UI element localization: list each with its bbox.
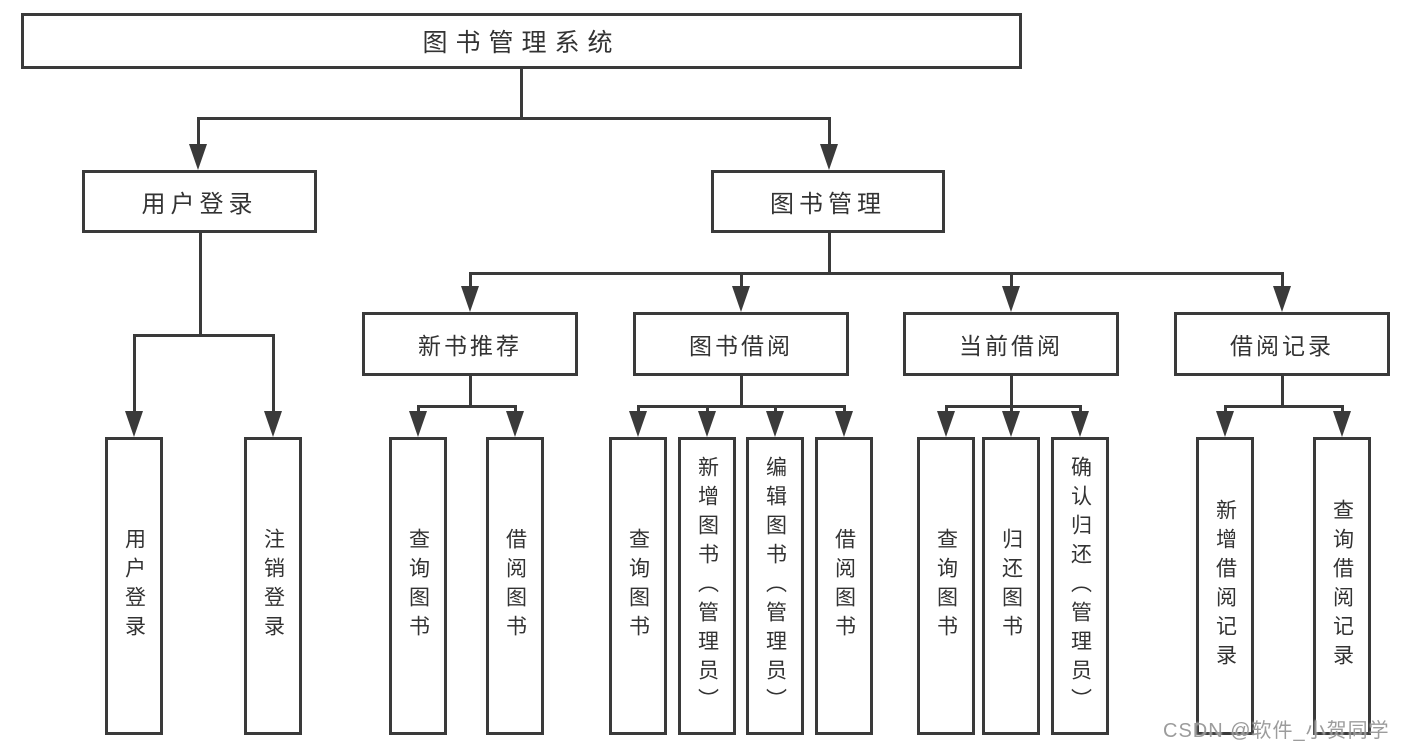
node-label: 借阅记录 [1230, 333, 1334, 359]
connector-line [196, 116, 831, 120]
connector-line [739, 376, 743, 407]
arrowhead-icon [461, 286, 479, 312]
node-label: 图书管理 [770, 191, 886, 218]
node-book-borrowing: 图书借阅 [633, 312, 849, 376]
arrowhead-icon [732, 286, 750, 312]
connector-line [944, 404, 1082, 408]
connector-line [132, 333, 275, 337]
leaf-logout: 注销登录 [244, 437, 302, 735]
node-label: 确认归还（管理员） [1068, 455, 1092, 717]
arrowhead-icon [698, 411, 716, 437]
arrowhead-icon [1002, 286, 1020, 312]
node-label: 编辑图书（管理员） [763, 455, 787, 717]
node-label: 新增图书（管理员） [695, 455, 719, 717]
node-label: 借阅图书 [832, 528, 856, 644]
connector-line [198, 233, 202, 335]
leaf-confirm-return-admin: 确认归还（管理员） [1051, 437, 1109, 735]
arrowhead-icon [189, 144, 207, 170]
connector-line [1280, 376, 1284, 407]
arrowhead-icon [506, 411, 524, 437]
node-label: 新增借阅记录 [1213, 499, 1237, 673]
connector-line [636, 404, 846, 408]
connector-line [196, 118, 200, 150]
leaf-query-borrow-record: 查询借阅记录 [1313, 437, 1371, 735]
connector-line [739, 273, 743, 292]
node-book-management: 图书管理 [711, 170, 945, 233]
node-label: 查询借阅记录 [1330, 499, 1354, 673]
connector-line [416, 404, 517, 408]
node-label: 查询图书 [934, 528, 958, 644]
arrowhead-icon [766, 411, 784, 437]
leaf-add-books-admin: 新增图书（管理员） [678, 437, 736, 735]
leaf-query-books-current: 查询图书 [917, 437, 975, 735]
arrowhead-icon [409, 411, 427, 437]
connector-line [468, 271, 1284, 275]
connector-line [1223, 404, 1344, 408]
node-label: 图书管理系统 [422, 29, 621, 57]
node-user-login: 用户登录 [82, 170, 317, 233]
connector-line [468, 376, 472, 407]
arrowhead-icon [835, 411, 853, 437]
node-label: 新书推荐 [418, 333, 522, 359]
node-label: 归还图书 [999, 528, 1023, 644]
leaf-add-borrow-record: 新增借阅记录 [1196, 437, 1254, 735]
arrowhead-icon [820, 144, 838, 170]
connector-line [1009, 273, 1013, 292]
connector-line [1009, 376, 1013, 407]
arrowhead-icon [1273, 286, 1291, 312]
arrowhead-icon [264, 411, 282, 437]
node-label: 查询图书 [406, 528, 430, 644]
leaf-query-books-recommend: 查询图书 [389, 437, 447, 735]
node-library-management-system: 图书管理系统 [21, 13, 1022, 69]
csdn-watermark: CSDN @软件_小贺同学 [1163, 720, 1390, 742]
node-label: 图书借阅 [689, 333, 793, 359]
leaf-edit-books-admin: 编辑图书（管理员） [746, 437, 804, 735]
arrowhead-icon [937, 411, 955, 437]
arrowhead-icon [1002, 411, 1020, 437]
node-label: 注销登录 [261, 528, 285, 644]
arrowhead-icon [1333, 411, 1351, 437]
connector-line [827, 233, 831, 273]
node-label: 用户登录 [141, 191, 258, 218]
node-borrowing-records: 借阅记录 [1174, 312, 1390, 376]
arrowhead-icon [629, 411, 647, 437]
connector-line [827, 118, 831, 150]
node-new-book-recommendation: 新书推荐 [362, 312, 578, 376]
connector-line [468, 273, 472, 292]
connector-line [271, 335, 275, 418]
connector-line [520, 69, 523, 118]
leaf-borrow-books-recommend: 借阅图书 [486, 437, 544, 735]
arrowhead-icon [125, 411, 143, 437]
node-label: 用户登录 [122, 528, 146, 644]
leaf-borrow-books: 借阅图书 [815, 437, 873, 735]
arrowhead-icon [1071, 411, 1089, 437]
leaf-user-login: 用户登录 [105, 437, 163, 735]
arrowhead-icon [1216, 411, 1234, 437]
node-label: 当前借阅 [959, 333, 1063, 359]
node-label: 查询图书 [626, 528, 650, 644]
connector-line [132, 335, 136, 418]
node-current-borrowing: 当前借阅 [903, 312, 1119, 376]
connector-line [1280, 273, 1284, 292]
leaf-query-books-borrowing: 查询图书 [609, 437, 667, 735]
node-label: 借阅图书 [503, 528, 527, 644]
leaf-return-books: 归还图书 [982, 437, 1040, 735]
